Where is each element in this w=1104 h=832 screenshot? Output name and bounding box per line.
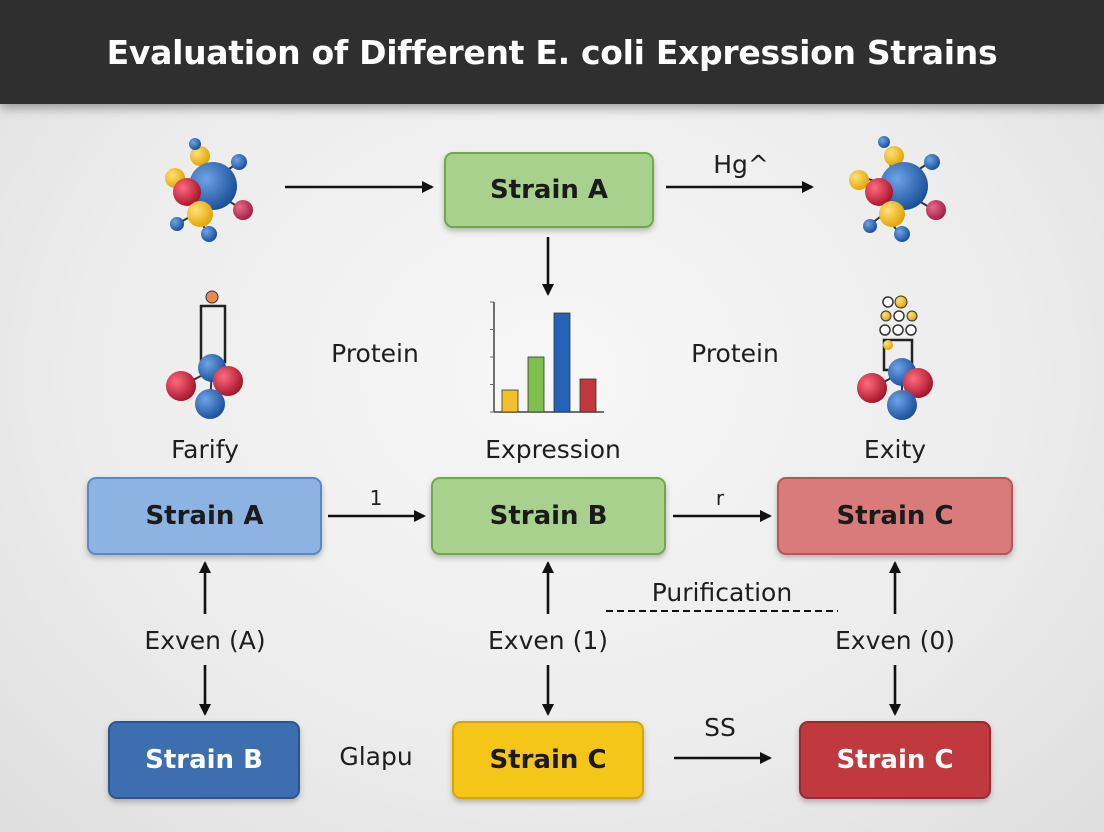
- title-bar: Evaluation of Different E. coli Expressi…: [0, 0, 1104, 104]
- box-label: Strain B: [145, 745, 263, 775]
- mid-strain-a-box: Strain A: [87, 477, 322, 555]
- farify-label: Farify: [171, 435, 239, 464]
- top-strain-a-box: Strain A: [444, 152, 654, 228]
- box-label: Strain C: [836, 501, 954, 531]
- exven-1-label: Exven (1): [488, 626, 608, 655]
- box-label: Strain A: [489, 175, 609, 205]
- page-title: Evaluation of Different E. coli Expressi…: [106, 32, 998, 72]
- mid-strain-b-box: Strain B: [431, 477, 666, 555]
- exven-a-label: Exven (A): [144, 626, 266, 655]
- exven-0-label: Exven (0): [835, 626, 955, 655]
- protein-left-label: Protein: [331, 339, 419, 368]
- arrow-r-label: r: [715, 486, 725, 510]
- mid-strain-c-box: Strain C: [777, 477, 1013, 555]
- arrows: [199, 181, 901, 764]
- protein-right-label: Protein: [691, 339, 779, 368]
- bot-strain-c-red-box: Strain C: [799, 721, 991, 799]
- bar-chart-icon: [490, 301, 604, 413]
- exity-label: Exity: [863, 435, 927, 464]
- expression-label: Expression: [485, 435, 621, 464]
- chart-bar-1: [501, 389, 519, 413]
- bot-strain-b-box: Strain B: [108, 721, 300, 799]
- purification-label: Purification: [651, 578, 793, 607]
- glapu-label: Glapu: [339, 742, 413, 771]
- tube-molecule-icon: [166, 290, 243, 419]
- molecule-icon: [165, 138, 253, 242]
- box-label: Strain B: [489, 501, 608, 531]
- chart-bar-3: [553, 312, 571, 413]
- hg-label: Hg^: [713, 150, 769, 179]
- box-label: Strain C: [489, 745, 607, 775]
- chart-bar-2: [527, 356, 545, 413]
- box-label: Strain C: [836, 745, 954, 775]
- bot-strain-c-yellow-box: Strain C: [452, 721, 644, 799]
- bubble-molecule-icon: [857, 295, 933, 420]
- chart-bar-4: [579, 378, 597, 413]
- arrow-1-label: 1: [369, 486, 383, 510]
- box-label: Strain A: [145, 501, 264, 531]
- molecule-icon: [849, 136, 946, 242]
- ss-label: SS: [704, 713, 736, 742]
